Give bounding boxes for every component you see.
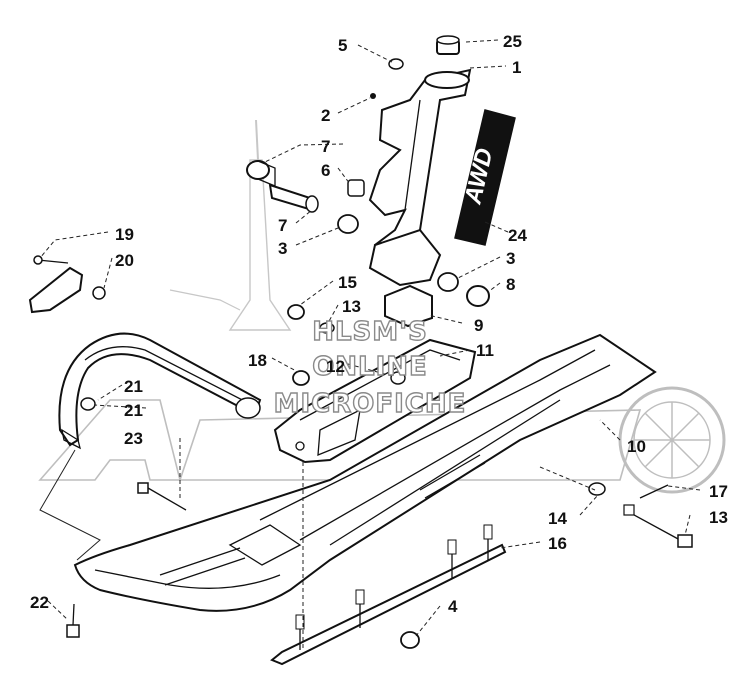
bushing-7-upper <box>246 160 276 187</box>
cotter-pin <box>639 484 669 499</box>
callout-23: 23 <box>124 429 143 448</box>
callout-21-lower: 4 <box>448 597 458 616</box>
callout-8: 9 <box>474 316 483 335</box>
callout-7-upper: 7 <box>321 137 330 156</box>
callout-18: 19 <box>115 225 134 244</box>
awd-decal: AWD <box>454 109 516 246</box>
washer-13-lower <box>588 482 606 496</box>
callout-24: 24 <box>508 226 527 245</box>
callout-12: 13 <box>709 508 728 527</box>
bushing-3-upper <box>337 214 359 234</box>
callout-16: 16 <box>548 534 567 553</box>
grease-fitting <box>370 93 376 99</box>
callout-19: 20 <box>115 251 134 270</box>
callout-7-lower: 8 <box>506 275 515 294</box>
nut-21-lower <box>400 631 420 649</box>
callout-17: 18 <box>248 351 267 370</box>
ski <box>73 333 657 612</box>
callout-11: 12 <box>326 357 345 376</box>
callout-14: 15 <box>338 273 357 292</box>
bolt-22 <box>66 603 80 638</box>
callout-15: 17 <box>709 482 728 501</box>
callout-4: 5 <box>338 36 347 55</box>
watermark-text: HLSM'S ONLINE MICROFICHE <box>273 316 467 419</box>
ski-saddle <box>273 338 477 464</box>
callout-20: 21 <box>124 377 143 396</box>
bushing-3-lower <box>437 272 459 292</box>
ski-loop <box>58 332 262 450</box>
callout-9: 10 <box>627 437 646 456</box>
callout-3-upper: 3 <box>278 239 287 258</box>
leader-lines <box>39 39 701 650</box>
callout-6: 7 <box>278 216 287 235</box>
nut-21-upper <box>80 397 96 411</box>
bushing-7-lower <box>466 285 490 307</box>
callout-2: 2 <box>321 106 330 125</box>
sleeve-6 <box>268 183 319 213</box>
nut-19 <box>92 286 106 300</box>
watermark-line-1: HLSM'S <box>312 317 428 347</box>
nut-14 <box>287 304 305 320</box>
damper-block <box>384 284 433 328</box>
nut-17 <box>292 370 310 386</box>
spindle <box>368 68 472 287</box>
watermark-line-3: MICROFICHE <box>274 389 467 419</box>
callout-21-upper: 21 <box>124 401 143 420</box>
callout-3-lower: 3 <box>506 249 515 268</box>
handle-grip <box>28 255 84 314</box>
callouts: 25 1 5 2 7 6 7 3 24 3 8 9 11 15 13 18 12… <box>30 32 728 616</box>
spindle-cap <box>436 35 460 55</box>
callout-5: 6 <box>321 161 330 180</box>
callout-13-lower: 14 <box>548 509 567 528</box>
washer-13-upper <box>319 322 335 334</box>
wear-bar <box>270 524 507 666</box>
bolt-23 <box>137 482 187 511</box>
bushing-5 <box>347 179 365 197</box>
callout-22: 22 <box>30 593 49 612</box>
callout-1: 1 <box>512 58 521 77</box>
callout-13-upper: 13 <box>342 297 361 316</box>
bushing-4 <box>388 58 404 70</box>
callout-10: 11 <box>476 341 494 360</box>
part-11 <box>390 371 406 385</box>
bolt-12 <box>623 504 693 548</box>
watermark-line-2: ONLINE <box>312 352 428 382</box>
callout-25: 25 <box>503 32 522 51</box>
